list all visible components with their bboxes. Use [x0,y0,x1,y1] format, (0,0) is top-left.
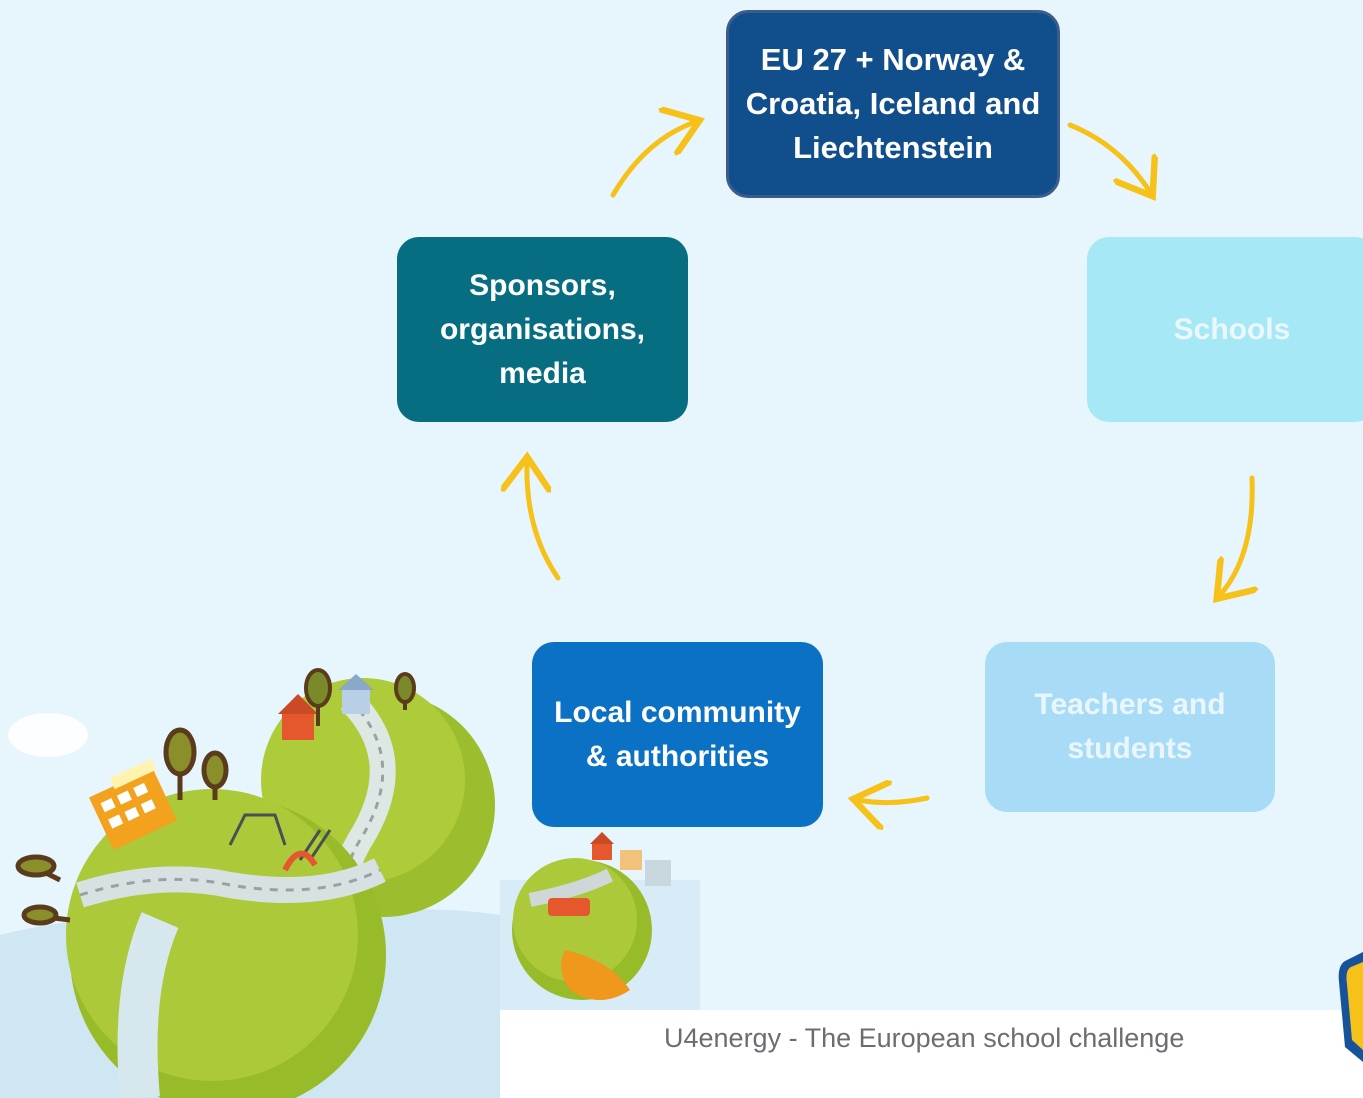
arrow-local-to-sponsors [527,462,561,581]
node-sponsors-label: Sponsors, organisations, media [439,268,646,390]
tree-icon [304,668,416,726]
logo-badge-icon [1338,952,1363,1062]
node-schools-label: Schools [1173,312,1291,346]
arrow-teachers-to-local [858,798,930,803]
node-local-community: Local community & authorities [532,642,823,827]
node-teachers-label: Teachers and students [1034,688,1226,765]
house-icon [278,674,374,740]
node-sponsors: Sponsors, organisations, media [397,237,688,422]
node-schools: Schools [1087,237,1363,422]
playground-icon [228,813,332,872]
school-building-icon [89,758,177,851]
node-local-label: Local community & authorities [554,695,801,773]
planet-small [512,832,671,1000]
tree-icon [15,727,229,926]
arrow-eu-to-schools [1067,122,1150,192]
node-eu-label: EU 27 + Norway & Croatia, Iceland and Li… [745,42,1041,165]
arrow-schools-to-teachers [1220,475,1252,595]
footer-caption: U4energy - The European school challenge [664,1023,1185,1053]
node-teachers-students: Teachers and students [985,642,1275,812]
arrow-sponsors-to-eu [610,122,695,198]
planet-front [66,789,386,1098]
node-eu-countries: EU 27 + Norway & Croatia, Iceland and Li… [726,10,1060,198]
